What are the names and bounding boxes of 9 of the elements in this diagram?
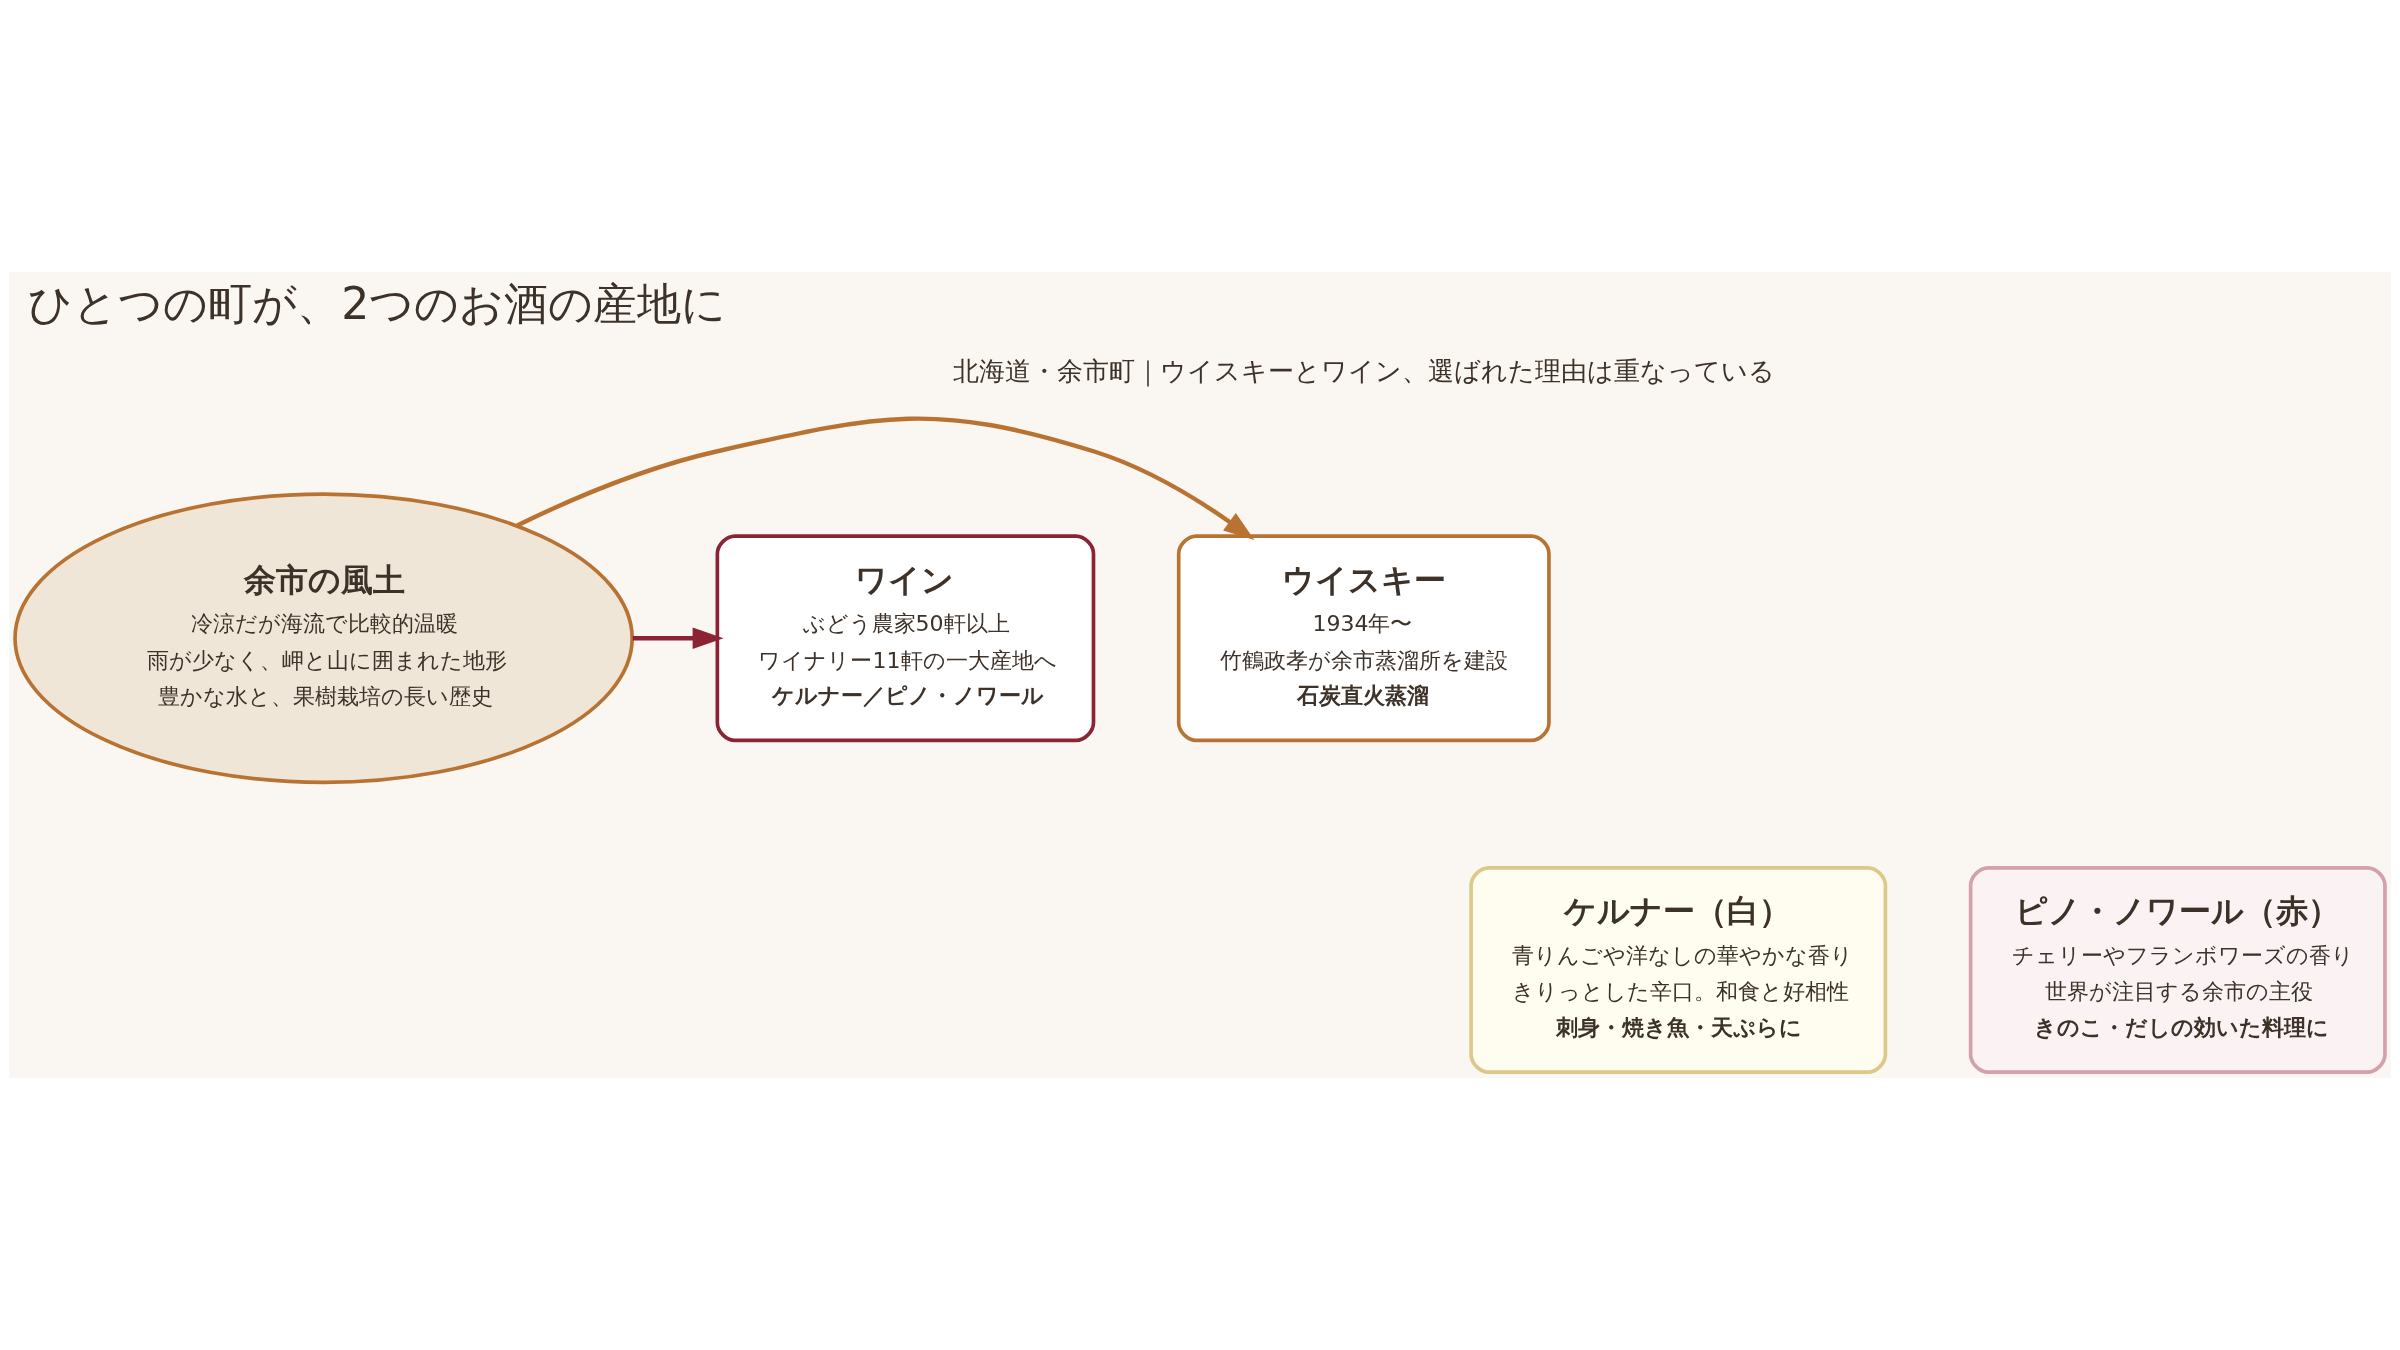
label: 北海道・余市町｜ウイスキーとワイン、選ばれた理由は重なっている xyxy=(952,354,1775,386)
arrow xyxy=(516,416,1255,540)
node-box: ケルナー（白） 青りんごや洋なしの華やかな香り きりっとした辛口。和食と好相性 刺身・焼き魚・天ぷらに xyxy=(1469,866,1888,1074)
node-box: ウイスキー 1934年〜 竹鶴政孝が余市蒸溜所を建設 石炭直火蒸溜 xyxy=(1176,534,1551,743)
arrow xyxy=(632,627,724,650)
node-ellipse: 余市の風土 冷涼だが海流で比較的温暖 雨が少なく、岬と山に囲まれた地形 豊かな水と、果樹栽培の長い歴史 xyxy=(13,492,634,785)
node-box: ピノ・ノワール（赤） チェリーやフランボワーズの香り 世界が注目する余市の主役 きのこ・だしの効いた料理に xyxy=(1968,866,2387,1074)
node-box: ワイン ぶどう農家50軒以上 ワイナリー11軒の一大産地へ ケルナー／ピノ・ノワール xyxy=(715,534,1096,743)
diagram-title: ひとつの町が、2つのお酒の産地に xyxy=(28,278,727,330)
